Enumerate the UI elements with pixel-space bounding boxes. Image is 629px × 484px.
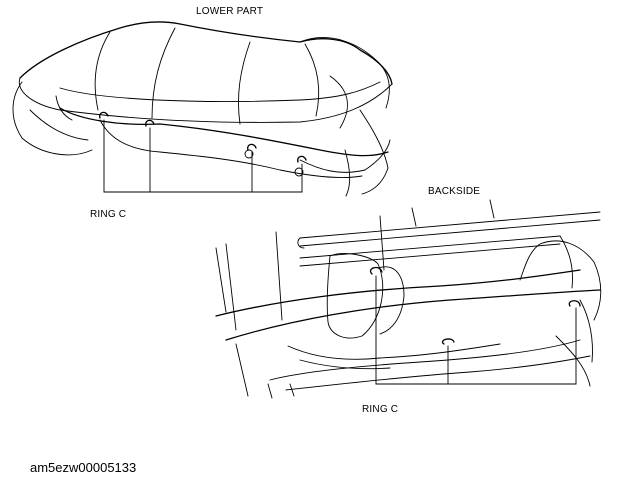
- figure-code: am5ezw00005133: [30, 460, 137, 475]
- lower-part-heading: LOWER PART: [196, 6, 264, 17]
- ring-c-label-top: RING C: [90, 209, 127, 220]
- ring-c-label-bottom: RING C: [362, 404, 399, 415]
- backside-heading: BACKSIDE: [428, 186, 481, 197]
